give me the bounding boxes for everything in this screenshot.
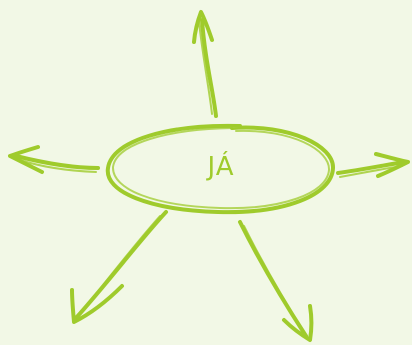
arrow-down-left bbox=[72, 212, 166, 322]
center-label: JÁ bbox=[186, 152, 256, 182]
arrow-down-right bbox=[240, 222, 312, 340]
arrow-right bbox=[338, 154, 408, 177]
arrow-left bbox=[10, 147, 98, 172]
arrow-up bbox=[194, 12, 216, 116]
